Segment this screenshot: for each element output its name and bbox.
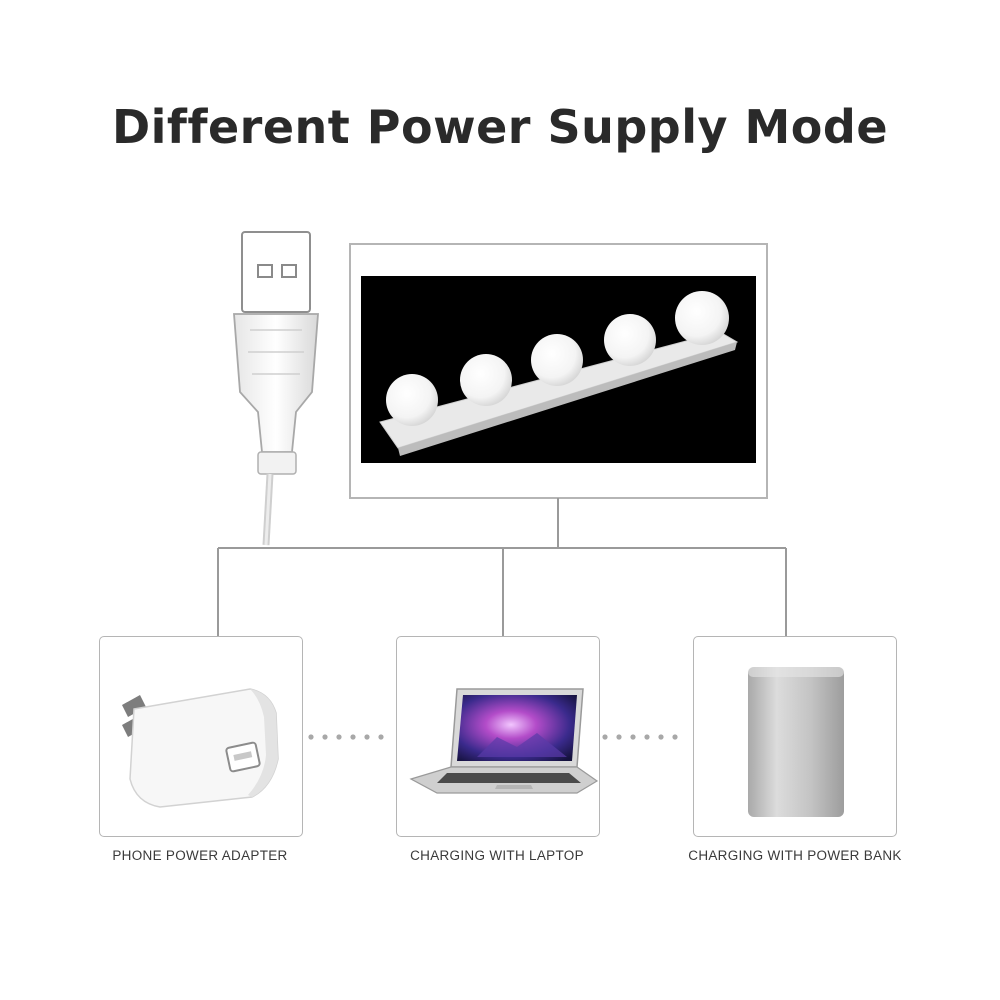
device-card-phone-adapter — [99, 636, 303, 837]
bulb — [460, 354, 512, 406]
page-title: Different Power Supply Mode — [111, 100, 889, 154]
laptop-icon — [409, 688, 599, 794]
bulb — [604, 314, 656, 366]
label-charging-with-power-bank: CHARGING WITH POWER BANK — [688, 848, 902, 863]
dotted-link — [602, 734, 678, 740]
bulb — [531, 334, 583, 386]
phone-power-adapter-icon — [122, 688, 279, 808]
device-card-laptop — [396, 636, 600, 837]
label-phone-power-adapter: PHONE POWER ADAPTER — [112, 848, 288, 863]
power-bank-icon — [748, 667, 844, 817]
connector-lines — [217, 498, 787, 636]
device-card-power-bank — [693, 636, 897, 837]
dotted-link — [308, 734, 384, 740]
led-vanity-light-bar-icon — [379, 291, 739, 456]
usb-plug-icon — [233, 231, 319, 546]
label-charging-with-laptop: CHARGING WITH LAPTOP — [410, 848, 584, 863]
bulb — [675, 291, 729, 345]
bulb — [386, 374, 438, 426]
